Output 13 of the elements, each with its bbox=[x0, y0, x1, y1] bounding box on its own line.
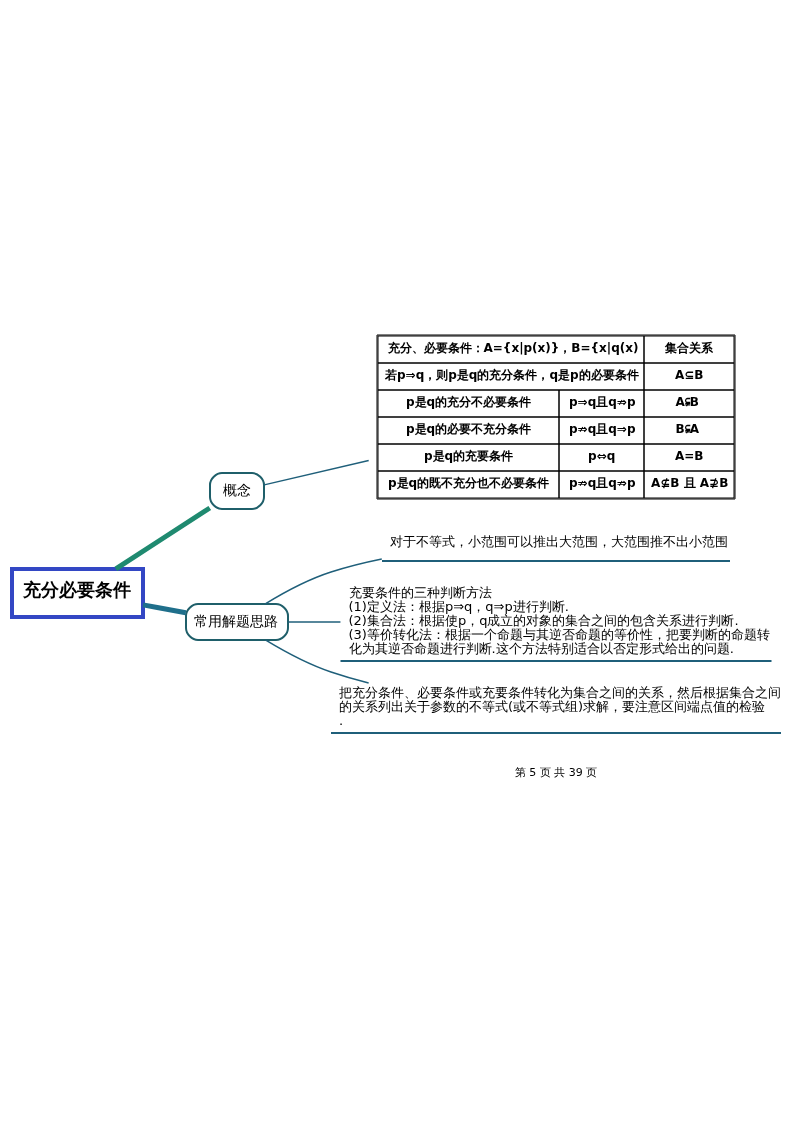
connector bbox=[263, 459, 370, 486]
node-text: 充要条件的三种判断方法 (1)定义法：根据p⇒q，q⇒p进行判断. (2)集合法：根据使p，q成立的对象的集合之间的包含关系进行判断. (3)等价转化法：根据一个命题与其逆否命题的等价性，把要判断的命题转化为其逆否命题进行判断.这个方法特别适合以否定形式给出的问题. bbox=[348, 585, 770, 657]
connector bbox=[114, 505, 212, 571]
connector bbox=[265, 639, 370, 684]
node-text: 对于不等式，小范围可以推出大范围，大范围推不出小范围 bbox=[390, 534, 728, 550]
connector bbox=[287, 621, 342, 623]
connector bbox=[142, 602, 187, 616]
connector bbox=[264, 558, 383, 605]
node-text: 把充分条件、必要条件或充要条件转化为集合之间的关系，然后根据集合之间的关系列出关于参数的不等式(或不等式组)求解，要注意区间端点值的检验. bbox=[339, 685, 781, 729]
label: 第 5 页 共 39 页 bbox=[514, 765, 598, 779]
node-box: 常用解题思路 bbox=[185, 603, 289, 641]
node-box: 概念 bbox=[209, 472, 265, 510]
node-box: 充分必要条件 bbox=[10, 567, 145, 619]
